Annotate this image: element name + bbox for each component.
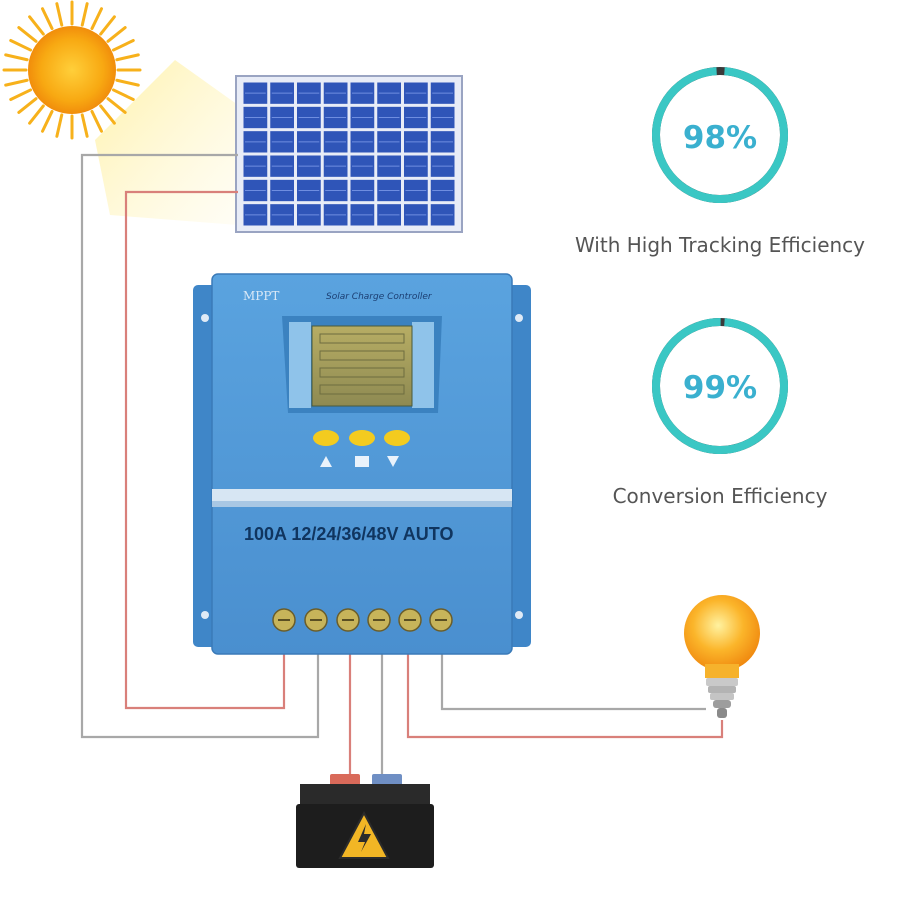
button-menu[interactable] (313, 430, 339, 446)
sun-ray (4, 78, 29, 87)
lcd-segment (319, 350, 405, 361)
battery-status-icon (355, 456, 369, 467)
battery-icon (296, 774, 434, 868)
stat-1-value: 98% (683, 120, 757, 156)
lcd-segment (319, 367, 405, 378)
sun-ray (80, 113, 89, 138)
status-icons (320, 456, 399, 467)
stat-2-value: 99% (683, 370, 757, 406)
lcd-segment (319, 384, 405, 395)
sun-ray (115, 53, 140, 62)
sunlight-beam (95, 60, 238, 225)
controller-brand: MPPT (243, 289, 279, 303)
sun-ray (9, 38, 33, 52)
load-status-icon (387, 456, 399, 467)
sun-ray (17, 97, 38, 114)
charge-controller: MPPT Solar Charge Controller 100A 12/24/… (193, 273, 531, 655)
sun-ray (55, 113, 64, 138)
wire-panel-positive (124, 190, 286, 710)
sun-ray (106, 97, 127, 114)
sun-ray (17, 26, 38, 43)
lcd-screen (311, 325, 413, 407)
sun-ray (28, 104, 45, 125)
efficiency-rings (652, 67, 788, 454)
lcd-segment (319, 333, 405, 344)
wire-load-positive (406, 648, 724, 739)
sun-ray (106, 26, 127, 43)
mount-tab-left (193, 285, 217, 647)
stat-2-caption: Conversion Efficiency (613, 484, 828, 508)
sun-ray (111, 88, 135, 102)
sun-ray (90, 7, 104, 31)
solar-status-icon (320, 456, 332, 467)
controller-model-text: Solar Charge Controller (326, 292, 433, 302)
sun-ray (90, 109, 104, 133)
stat-1-caption: With High Tracking Efficiency (575, 233, 865, 257)
button-down[interactable] (384, 430, 410, 446)
sun-ray (40, 7, 54, 31)
sun-disc (28, 26, 116, 114)
controller-rating: 100A 12/24/36/48V AUTO (244, 524, 453, 544)
sun-ray (9, 88, 33, 102)
wire-panel-negative (80, 153, 320, 739)
sun-ray (115, 78, 140, 87)
button-up[interactable] (349, 430, 375, 446)
ring-progress (652, 318, 788, 454)
wiring (80, 153, 724, 786)
wire-terminals (272, 608, 453, 632)
sun-ray (40, 109, 54, 133)
sun-ray (28, 15, 45, 36)
sun-icon (2, 0, 142, 140)
sun-ray (99, 15, 116, 36)
sun-ray (80, 2, 89, 27)
light-bulb-icon (684, 595, 760, 718)
sun-ray (99, 104, 116, 125)
mount-tab-right (507, 285, 531, 647)
sun-ray (111, 38, 135, 52)
sun-ray (55, 2, 64, 27)
wire-load-negative (440, 648, 706, 711)
solar-panel-icon (235, 75, 463, 233)
ring-progress (652, 67, 788, 203)
sun-ray (4, 53, 29, 62)
control-buttons (313, 430, 410, 446)
